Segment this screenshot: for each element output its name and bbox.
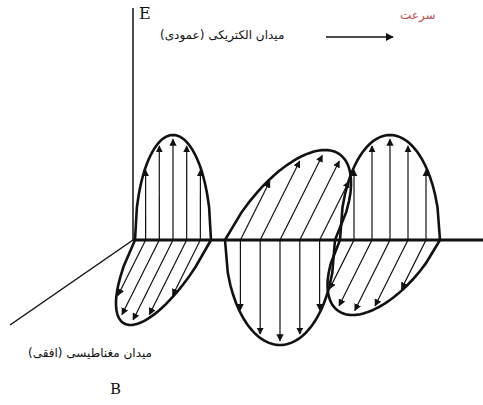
magnetic-field-vector <box>240 181 269 240</box>
magnetic-field-vector <box>355 240 390 311</box>
electric-field-wave <box>135 135 211 240</box>
velocity-label: سرعت <box>400 8 436 22</box>
electric-field-vector <box>200 170 201 240</box>
electric-field-vector <box>389 139 390 240</box>
electric-field-vector <box>353 170 354 240</box>
magnetic-field-vector <box>173 240 201 295</box>
magnetic-field-vector <box>280 155 322 240</box>
magnetic-field-wave <box>328 240 441 315</box>
magnetic-field-vector <box>122 240 159 315</box>
electric-field-wave <box>225 240 335 345</box>
electric-field-vector <box>371 146 372 240</box>
magnetic-field-vector <box>330 240 355 289</box>
magnetic-field-wave <box>225 150 351 240</box>
electric-field-label: میدان الکتریکی (عمودی) <box>160 28 284 42</box>
magnetic-field-vector <box>300 161 340 240</box>
electric-field-vector <box>260 240 261 334</box>
electric-field-vector <box>186 146 187 240</box>
electric-field-vector <box>407 146 408 240</box>
magnetic-field-vector <box>320 181 349 240</box>
electric-field-vector <box>159 146 160 240</box>
electric-field-vector <box>425 170 426 240</box>
velocity-arrow <box>326 36 393 37</box>
magnetic-field-vector <box>375 240 408 306</box>
electric-field-vector <box>145 170 146 240</box>
magnetic-field-vector <box>402 240 427 289</box>
magnetic-field-label: میدان مغناطیسی (افقی) <box>28 346 152 360</box>
electric-field-vector <box>172 139 173 240</box>
magnetic-field-vector <box>339 240 372 306</box>
e-axis <box>132 8 134 241</box>
electric-field-vector <box>319 240 320 310</box>
b-axis <box>10 240 133 325</box>
b-axis-label: B <box>110 380 121 398</box>
magnetic-field-vector <box>118 240 146 295</box>
magnetic-field-wave <box>116 240 211 325</box>
electric-field-wave <box>340 135 440 240</box>
electric-field-vector <box>240 240 241 310</box>
e-axis-label: E <box>139 4 151 23</box>
electric-field-vector <box>299 240 300 334</box>
magnetic-field-vector <box>260 161 300 240</box>
electric-field-vector <box>279 240 280 341</box>
